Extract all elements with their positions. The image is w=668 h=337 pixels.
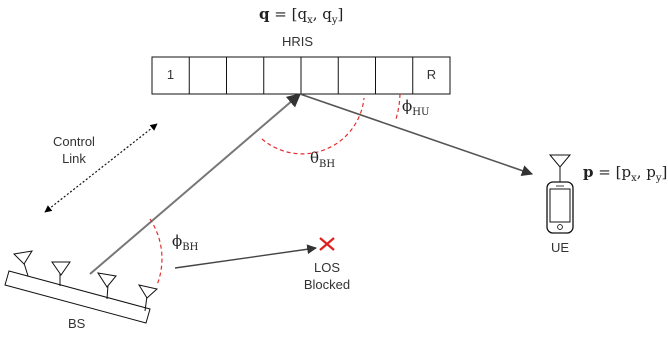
theta-bh-label: θBH [310, 149, 336, 170]
hris-panel [151, 56, 451, 95]
hris-to-ue-beam [299, 93, 534, 177]
phi-hu-label: ϕHU [402, 97, 430, 118]
hris-cell-dividers [188, 57, 414, 94]
hris-cell-first: 1 [166, 67, 175, 82]
hris-label: HRIS [282, 34, 314, 49]
bs-antenna-icon [12, 250, 34, 277]
ue-label: UE [551, 240, 570, 255]
los-beam [174, 244, 317, 269]
hris-position-formula: q = [qx, qy] [259, 5, 344, 26]
ue-antenna-icon [548, 154, 572, 182]
phi-bh-arc [149, 218, 163, 286]
phone-home-button [557, 224, 563, 230]
bs-antenna-icon [137, 284, 159, 312]
blocked-cross-icon [319, 237, 335, 251]
los-blocked-label: LOS Blocked [303, 260, 351, 292]
hris-cell-last: R [426, 67, 437, 82]
bs-label: BS [68, 316, 86, 331]
bs-to-hris-beam [89, 93, 302, 275]
theta-bh-arc [261, 97, 365, 155]
ue-position-formula: p = [px, py] [583, 163, 668, 184]
control-link-label: Control Link [53, 134, 95, 166]
phi-hu-arc [395, 93, 401, 120]
ue-device [546, 154, 574, 234]
bs-antenna-icon [96, 272, 117, 300]
bs-antenna-icon [51, 261, 71, 286]
phi-bh-label: ϕBH [172, 232, 199, 253]
bs-panel [4, 250, 159, 324]
bs-bar [4, 270, 151, 324]
phone-screen [549, 188, 571, 223]
